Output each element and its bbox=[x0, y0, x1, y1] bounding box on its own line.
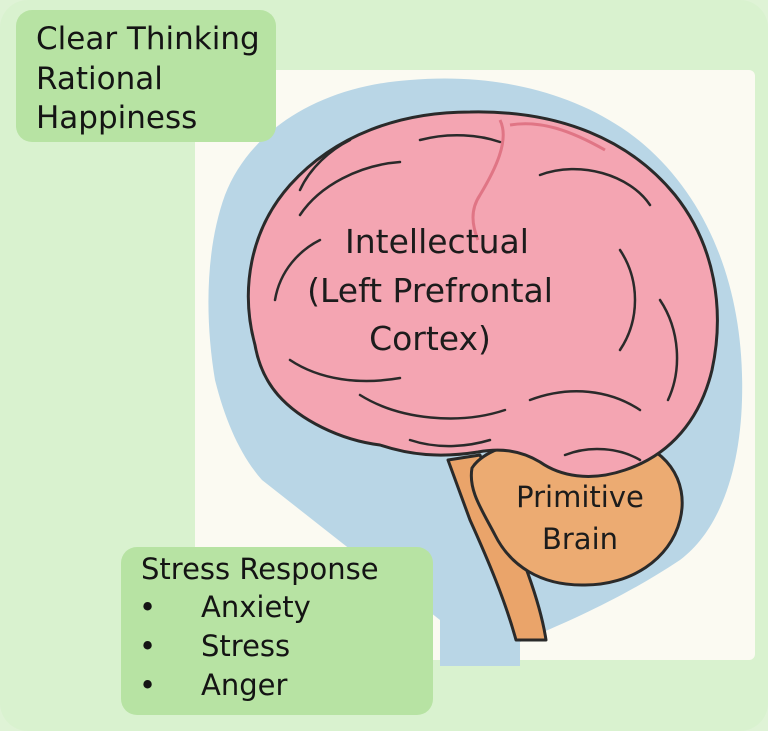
happiness-line: Happiness bbox=[36, 100, 198, 136]
vein-2 bbox=[509, 122, 606, 152]
gyrus-6 bbox=[618, 248, 637, 352]
clear-thinking-line: Clear Thinking bbox=[36, 21, 260, 57]
bullet: • bbox=[139, 629, 157, 663]
gyrus-7 bbox=[658, 298, 679, 402]
rational-line: Rational bbox=[36, 61, 163, 97]
gyrus-9 bbox=[528, 390, 642, 412]
gyrus-1 bbox=[298, 160, 402, 217]
gyrus-5 bbox=[288, 358, 402, 383]
bullet: • bbox=[139, 668, 157, 702]
list-item: • Anxiety bbox=[139, 589, 311, 625]
cortex-label-line-2: (Left Prefrontal bbox=[307, 271, 553, 310]
cortex-label-line-1: Intellectual bbox=[345, 222, 529, 261]
gyrus-3 bbox=[538, 167, 652, 207]
list-item: • Anger bbox=[139, 667, 287, 703]
stress-response-heading: Stress Response bbox=[141, 552, 379, 586]
vein-1 bbox=[471, 119, 505, 241]
clear-thinking-box: Clear Thinking Rational Happiness bbox=[16, 10, 276, 142]
primitive-label-line-2: Brain bbox=[542, 522, 618, 556]
gyrus-11 bbox=[563, 447, 642, 462]
stress-response-box: Stress Response • Anxiety • Stress • Anger bbox=[121, 547, 433, 715]
gyrus-10 bbox=[408, 438, 492, 448]
cortex-label-line-3: Cortex) bbox=[369, 319, 491, 358]
list-item-label: Anxiety bbox=[201, 590, 311, 624]
cortex-shape bbox=[246, 110, 719, 478]
bullet: • bbox=[139, 590, 157, 624]
list-item: • Stress bbox=[139, 628, 290, 664]
primitive-label-line-1: Primitive bbox=[516, 480, 644, 514]
list-item-label: Stress bbox=[201, 629, 291, 663]
gyrus-8 bbox=[358, 393, 507, 420]
list-item-label: Anger bbox=[201, 668, 288, 702]
gyrus-4 bbox=[273, 238, 322, 302]
gyrus-12 bbox=[298, 138, 352, 192]
gyrus-2 bbox=[418, 133, 502, 144]
